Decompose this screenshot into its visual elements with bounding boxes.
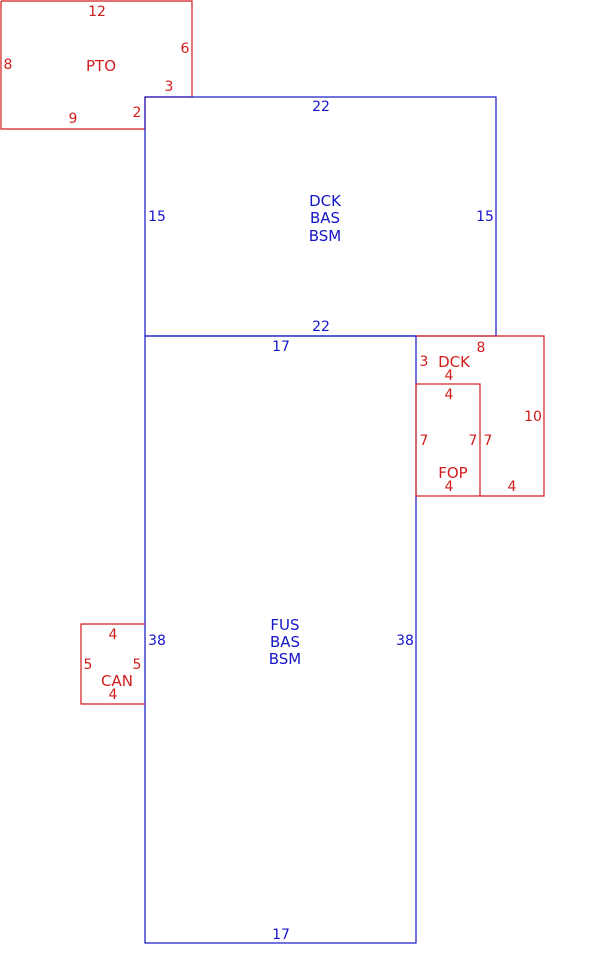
- fop-dim-bottom: 4: [445, 479, 454, 495]
- pto-dim-left: 8: [4, 57, 13, 73]
- side-deck-dim-left: 3: [420, 354, 429, 370]
- lower-main-dim-left: 38: [148, 633, 166, 649]
- fop-outline: [415, 383, 481, 497]
- fop-dim-top: 4: [445, 387, 454, 403]
- lower-main-label-line-3: BSM: [269, 650, 302, 668]
- side-deck-dim-outer-left: 7: [484, 433, 493, 449]
- lower-main-outline: [144, 335, 417, 944]
- upper-main-label-line-1: DCK: [309, 192, 342, 210]
- upper-main-dim-bottom: 22: [312, 319, 330, 335]
- pto-dim-step: 2: [133, 105, 142, 121]
- upper-main-dim-left: 15: [148, 209, 166, 225]
- upper-main-area: DCK BAS BSM 22 15 15 22: [144, 96, 497, 337]
- lower-main-dim-bottom: 17: [272, 927, 290, 943]
- upper-main-label-line-3: BSM: [309, 227, 342, 245]
- can-outline: [80, 623, 145, 705]
- side-deck-dim-inner-step: 4: [445, 368, 454, 384]
- can-dim-top: 4: [109, 627, 118, 643]
- can-dim-left: 5: [84, 657, 93, 673]
- pto-dim-top: 12: [88, 4, 106, 20]
- lower-main-dim-right: 38: [396, 633, 414, 649]
- can-dim-bottom: 4: [109, 687, 118, 703]
- fop-label: FOP: [438, 464, 467, 482]
- can-area: CAN 4 5 5 4: [80, 623, 145, 705]
- fop-area: FOP 4 7 7 4: [415, 383, 481, 497]
- pto-dim-bottom: 9: [69, 111, 78, 127]
- pto-label: PTO: [86, 57, 116, 75]
- can-label: CAN: [101, 672, 133, 690]
- side-deck-dim-right: 10: [524, 409, 542, 425]
- lower-main-label-line-2: BAS: [270, 633, 300, 651]
- side-deck-outline: [416, 335, 545, 497]
- side-deck-dim-top: 8: [477, 340, 486, 356]
- upper-main-dim-top: 22: [312, 99, 330, 115]
- side-deck-dim-bottom: 4: [508, 479, 517, 495]
- lower-main-label-line-1: FUS: [270, 616, 299, 634]
- side-deck-area: DCK 3 8 4 10 7 4: [416, 335, 545, 497]
- pto-dim-right-lower: 3: [165, 79, 174, 95]
- fop-dim-left: 7: [420, 433, 429, 449]
- pto-area: PTO 12 8 6 3 9 2: [0, 0, 193, 130]
- upper-main-dim-right: 15: [476, 209, 494, 225]
- upper-main-label-line-2: BAS: [310, 209, 340, 227]
- pto-dim-right-upper: 6: [181, 41, 190, 57]
- can-dim-right: 5: [133, 657, 142, 673]
- lower-main-dim-top: 17: [272, 339, 290, 355]
- side-deck-label: DCK: [438, 353, 471, 371]
- fop-dim-right: 7: [469, 433, 478, 449]
- lower-main-area: FUS BAS BSM 17 38 38 17: [144, 335, 417, 944]
